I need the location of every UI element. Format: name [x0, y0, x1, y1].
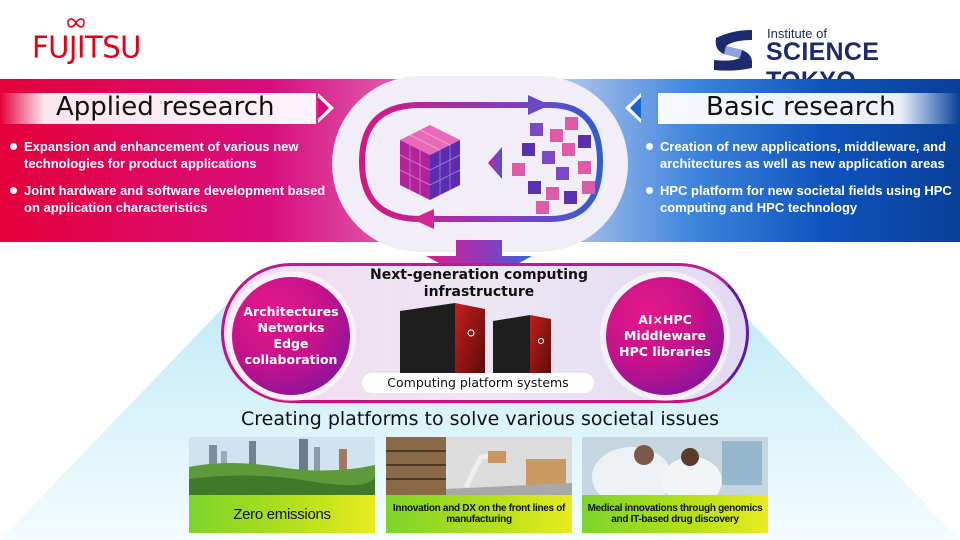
applied-research-bullets: Expansion and enhancement of various new…: [10, 138, 330, 226]
researchers-photo: [582, 437, 768, 495]
basic-research-bullets: Creation of new applications, middleware…: [646, 138, 956, 226]
triangle-left-icon: [488, 147, 502, 179]
server-rack-small: [493, 315, 551, 379]
down-arrow-icon: [426, 240, 532, 285]
bullet-item: Creation of new applications, middleware…: [646, 138, 956, 172]
ai-hpc-circle: AI×HPC Middleware HPC libraries: [606, 277, 724, 395]
bullet-item: HPC platform for new societal fields usi…: [646, 182, 956, 216]
bullet-dot-icon: [646, 187, 653, 194]
societal-issues-title: Creating platforms to solve various soci…: [240, 408, 720, 430]
arrow-head-left-icon: [412, 209, 434, 229]
arrow-head-right-icon: [528, 95, 550, 115]
bullet-dot-icon: [10, 187, 17, 194]
chevron-left-inner-icon: [630, 97, 641, 119]
zero-emissions-card: Zero emissions: [189, 437, 375, 533]
infinity-icon: [67, 18, 85, 28]
fujitsu-wordmark: FUJITSU: [32, 29, 141, 65]
cycle-arrow-loop: [358, 95, 604, 229]
card-caption: Zero emissions: [189, 495, 375, 533]
fujitsu-logo: FUJITSU: [32, 18, 141, 65]
basic-research-title: Basic research: [706, 92, 896, 122]
server-rack-large: [400, 303, 485, 383]
robotic-warehouse-photo: [386, 437, 572, 495]
city-park-photo: [189, 437, 375, 495]
bullet-item: Expansion and enhancement of various new…: [10, 138, 330, 172]
scattered-cubes-icon: [512, 117, 595, 214]
bullet-item: Joint hardware and software development …: [10, 182, 330, 216]
applied-research-banner: Applied research: [0, 92, 316, 124]
architectures-circle: Architectures Networks Edge collaboratio…: [232, 277, 350, 395]
assembled-cube-icon: [399, 125, 461, 200]
research-cycle-diagram: [358, 95, 604, 229]
chevron-right-inner-icon: [318, 97, 329, 119]
computing-platform-label: Computing platform systems: [362, 373, 594, 393]
card-caption: Medical innovations through genomics and…: [582, 495, 768, 533]
card-caption: Innovation and DX on the front lines of …: [386, 495, 572, 533]
basic-research-banner: Basic research: [658, 92, 960, 124]
infrastructure-title: Next-generation computing infrastructure: [370, 267, 588, 300]
medical-card: Medical innovations through genomics and…: [582, 437, 768, 533]
manufacturing-card: Innovation and DX on the front lines of …: [386, 437, 572, 533]
server-racks-image: [400, 303, 551, 383]
institute-of-text: Institute of: [767, 26, 827, 41]
bullet-dot-icon: [646, 143, 653, 150]
science-tokyo-mark-icon: [714, 30, 752, 71]
applied-research-title: Applied research: [56, 92, 275, 122]
bullet-dot-icon: [10, 143, 17, 150]
science-tokyo-logo: Institute of SCIENCE TOKYO: [712, 24, 942, 95]
